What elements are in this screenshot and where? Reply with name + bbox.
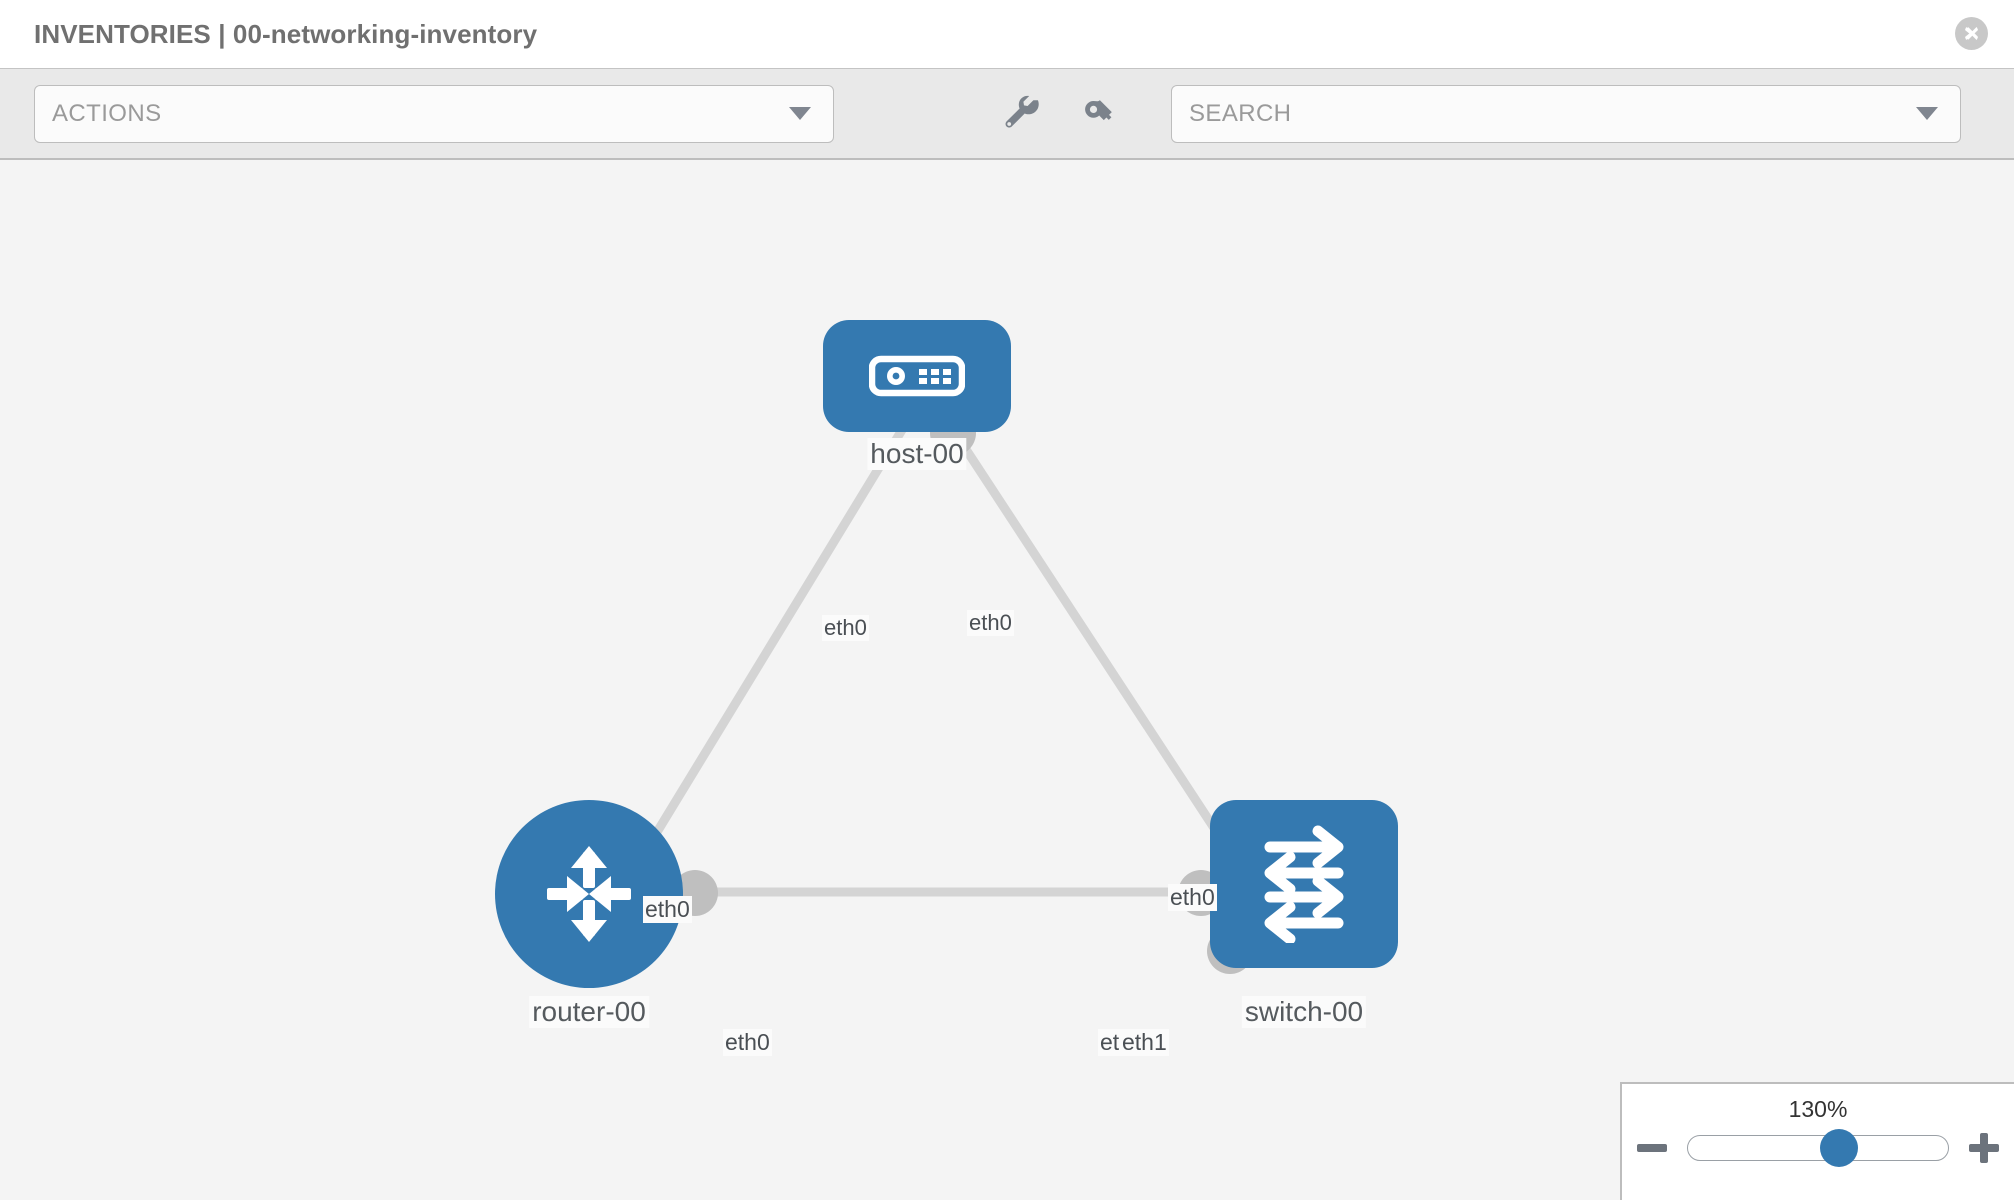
router-arrows-icon bbox=[547, 846, 631, 942]
switch-arrows-icon bbox=[1264, 825, 1344, 943]
link-host00-switch00 bbox=[946, 422, 1239, 863]
router-node-shape bbox=[495, 800, 683, 988]
server-icon bbox=[869, 355, 965, 397]
host-node-shape bbox=[823, 320, 1011, 432]
topology-links bbox=[636, 422, 1239, 897]
edge-label-host-right: eth0 bbox=[967, 610, 1014, 636]
zoom-control: 130% bbox=[1620, 1082, 2014, 1200]
actions-dropdown-label: ACTIONS bbox=[52, 99, 162, 127]
zoom-out-button[interactable] bbox=[1635, 1131, 1669, 1165]
search-input[interactable]: SEARCH bbox=[1171, 84, 1961, 143]
switch-node-shape bbox=[1210, 800, 1398, 968]
node-router-00[interactable]: router-00 bbox=[495, 800, 683, 1028]
zoom-slider-handle[interactable] bbox=[1819, 1129, 1858, 1167]
zoom-percent-label: 130% bbox=[1788, 1096, 1848, 1122]
wrench-icon[interactable] bbox=[999, 91, 1045, 137]
close-icon[interactable] bbox=[1955, 17, 1988, 50]
key-icon[interactable] bbox=[1077, 91, 1123, 137]
chevron-down-icon bbox=[1916, 107, 1938, 120]
edge-label-router-right: eth0 bbox=[723, 1029, 772, 1056]
actions-dropdown[interactable]: ACTIONS bbox=[34, 84, 834, 143]
link-host00-router00 bbox=[636, 422, 909, 863]
zoom-slider-track[interactable] bbox=[1687, 1129, 1949, 1167]
edge-label-switch-left: eth1 bbox=[1120, 1029, 1169, 1056]
zoom-slider-row bbox=[1622, 1129, 2014, 1167]
edge-label-host-left: eth0 bbox=[822, 615, 869, 641]
topology-canvas[interactable]: host-00 bbox=[0, 160, 2014, 1200]
toolbar: ACTIONS bbox=[0, 68, 2014, 160]
node-label-router-00: router-00 bbox=[529, 996, 649, 1028]
page-header: INVENTORIES | 00-networking-inventory bbox=[0, 0, 2014, 68]
node-label-switch-00: switch-00 bbox=[1241, 996, 1367, 1028]
edge-label-router-up: eth0 bbox=[643, 896, 692, 923]
node-host-00[interactable]: host-00 bbox=[823, 320, 1011, 470]
search-placeholder: SEARCH bbox=[1189, 99, 1292, 127]
chevron-down-icon bbox=[789, 107, 811, 120]
node-label-host-00: host-00 bbox=[867, 438, 967, 470]
zoom-in-button[interactable] bbox=[1967, 1131, 2001, 1165]
page-title: INVENTORIES | 00-networking-inventory bbox=[34, 18, 538, 49]
node-switch-00[interactable]: switch-00 bbox=[1210, 800, 1398, 1028]
edge-label-switch-up: eth0 bbox=[1168, 884, 1217, 911]
toolbar-icon-group bbox=[999, 91, 1123, 137]
